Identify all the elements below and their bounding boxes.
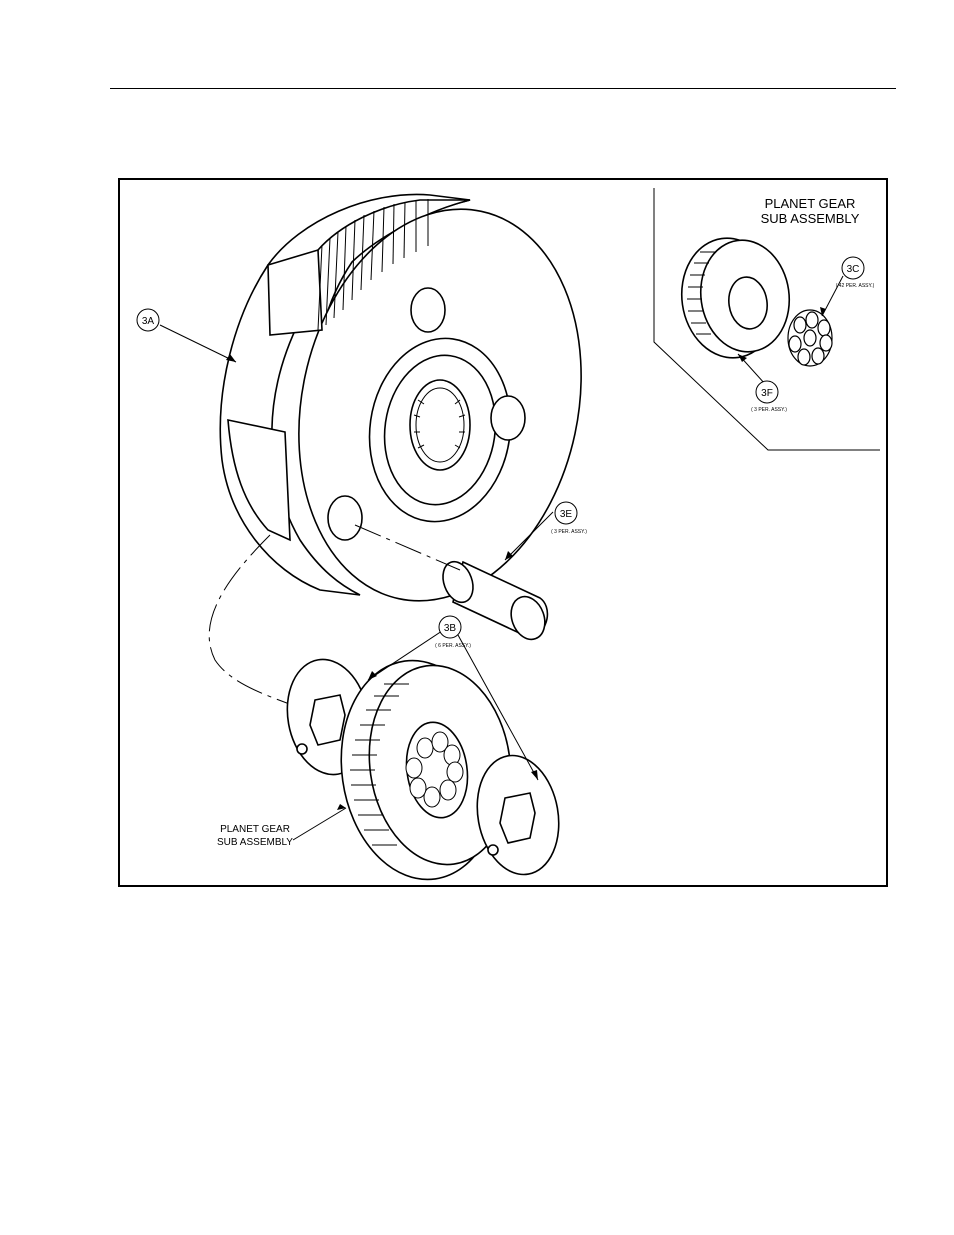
callout-3c: 3C ( 42 PER. ASSY.) — [836, 257, 875, 289]
svg-text:3B: 3B — [444, 623, 457, 634]
inset-title: PLANET GEAR SUB ASSEMBLY — [761, 196, 860, 226]
svg-text:PLANET GEAR: PLANET GEAR — [220, 824, 290, 835]
planet-gear-label: PLANET GEAR SUB ASSEMBLY — [217, 824, 293, 848]
svg-text:( 6 PER. ASSY.): ( 6 PER. ASSY.) — [435, 643, 471, 649]
svg-text:SUB ASSEMBLY: SUB ASSEMBLY — [761, 211, 860, 226]
carrier-housing — [220, 183, 616, 628]
svg-text:( 3 PER. ASSY.): ( 3 PER. ASSY.) — [551, 529, 587, 535]
callout-3a: 3A — [137, 309, 159, 331]
callout-3f: 3F ( 3 PER. ASSY.) — [751, 381, 787, 413]
callout-3b: 3B ( 6 PER. ASSY.) — [435, 616, 471, 649]
svg-text:3F: 3F — [761, 388, 773, 399]
svg-text:( 42 PER. ASSY.): ( 42 PER. ASSY.) — [836, 283, 875, 289]
inset-roller-bundle — [788, 310, 832, 366]
svg-text:3E: 3E — [560, 509, 573, 520]
svg-text:( 3 PER. ASSY.): ( 3 PER. ASSY.) — [751, 407, 787, 413]
inset-planet-gear — [674, 232, 796, 364]
callout-3e: 3E ( 3 PER. ASSY.) — [551, 502, 587, 535]
svg-text:PLANET GEAR: PLANET GEAR — [765, 196, 856, 211]
svg-text:3C: 3C — [847, 264, 860, 275]
svg-text:SUB ASSEMBLY: SUB ASSEMBLY — [217, 837, 293, 848]
svg-text:3A: 3A — [142, 316, 155, 327]
